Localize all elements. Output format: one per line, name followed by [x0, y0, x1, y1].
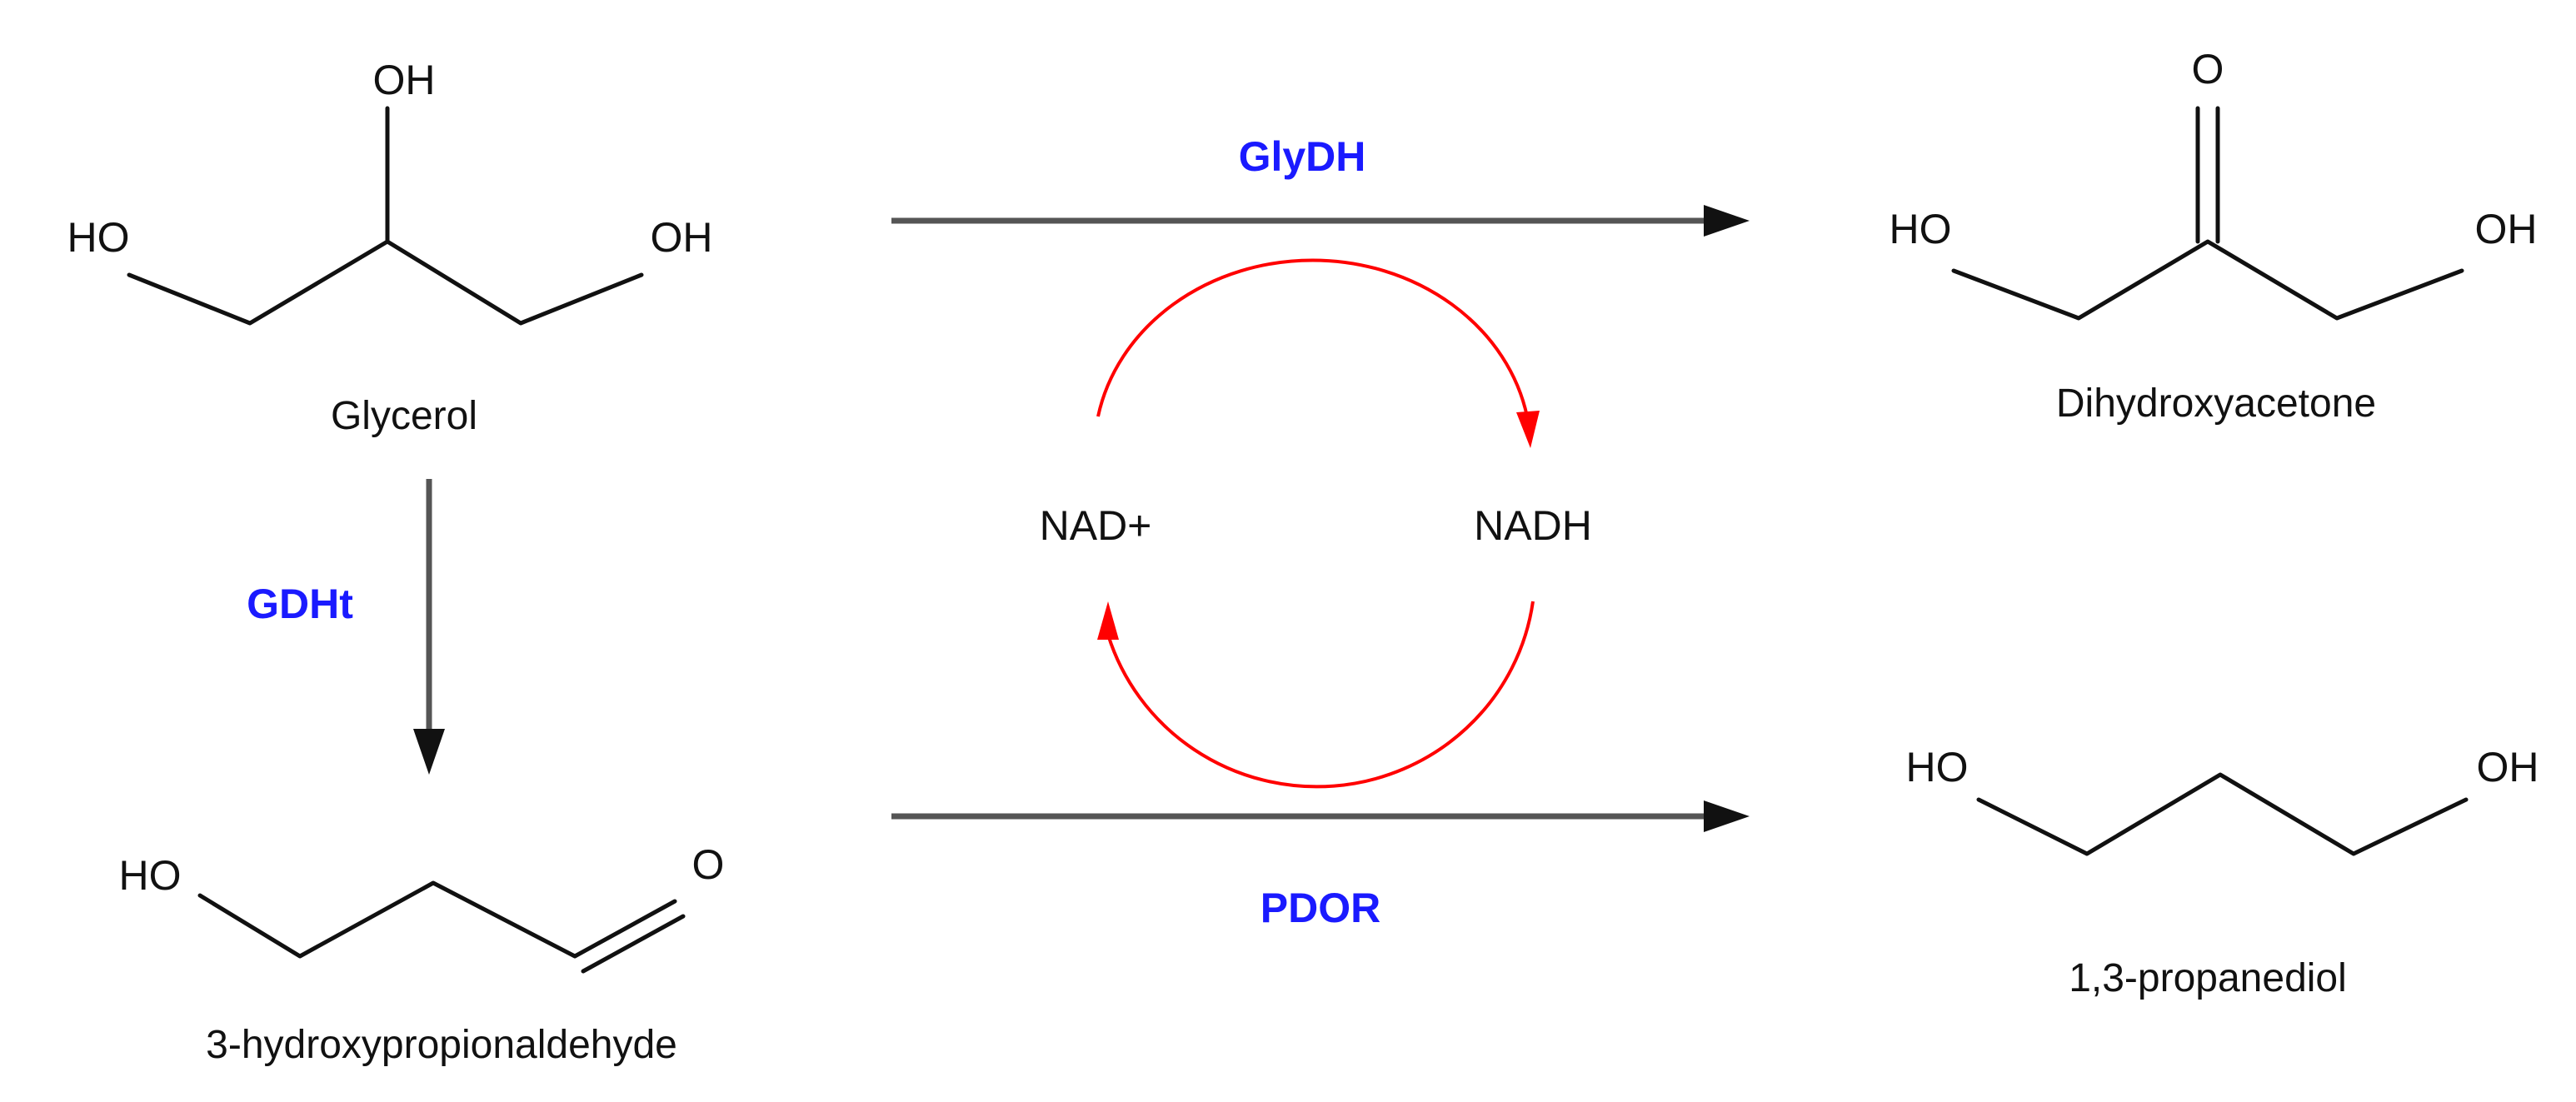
glydh-reaction-arrow — [891, 205, 1750, 237]
glycerol-structure: OH HO OH — [67, 57, 713, 326]
hydroxypropionaldehyde-oh-left: HO — [119, 852, 182, 899]
dihydroxyacetone-o-top: O — [2192, 46, 2224, 92]
glycerol-oh-left: HO — [67, 214, 130, 261]
dihydroxyacetone-oh-right: OH — [2475, 206, 2538, 252]
glycerol-bonds — [127, 106, 644, 326]
enzyme-gdht: GDHt — [247, 581, 353, 627]
enzyme-glydh: GlyDH — [1239, 133, 1366, 180]
cycle-arrowhead-to-nadh — [1516, 411, 1540, 448]
propanediol-structure: HO OH — [1906, 744, 2539, 856]
glycerol-label: Glycerol — [331, 394, 477, 438]
hydroxypropionaldehyde-o-right: O — [692, 841, 725, 888]
glycerol-oh-top: OH — [373, 57, 436, 103]
enzyme-pdor: PDOR — [1261, 885, 1380, 931]
pdor-reaction-arrow — [891, 800, 1750, 832]
propanediol-oh-right: OH — [2477, 744, 2539, 790]
cofactor-nad-plus: NAD+ — [1040, 502, 1152, 549]
dihydroxyacetone-structure: O HO OH — [1890, 46, 2538, 321]
gdht-reaction-arrow — [413, 479, 445, 775]
cycle-arc-top — [1096, 258, 1529, 417]
dihydroxyacetone-label: Dihydroxyacetone — [2056, 381, 2376, 426]
dihydroxyacetone-oh-left: HO — [1890, 206, 1952, 252]
hydroxypropionaldehyde-structure: HO O — [119, 841, 725, 974]
propanediol-bonds — [1976, 772, 2469, 856]
dihydroxyacetone-bonds — [1951, 106, 2464, 321]
hydroxypropionaldehyde-label: 3-hydroxypropionaldehyde — [206, 1023, 677, 1067]
hydroxypropionaldehyde-bonds — [197, 880, 686, 974]
propanediol-oh-left: HO — [1906, 744, 1969, 790]
propanediol-label: 1,3-propanediol — [2069, 956, 2347, 1000]
cycle-arrowhead-to-nad — [1097, 601, 1119, 640]
cofactor-nadh: NADH — [1474, 502, 1592, 549]
cofactor-cycle — [1096, 258, 1540, 789]
glycerol-oh-right: OH — [651, 214, 713, 261]
cycle-arc-bottom — [1106, 601, 1535, 789]
